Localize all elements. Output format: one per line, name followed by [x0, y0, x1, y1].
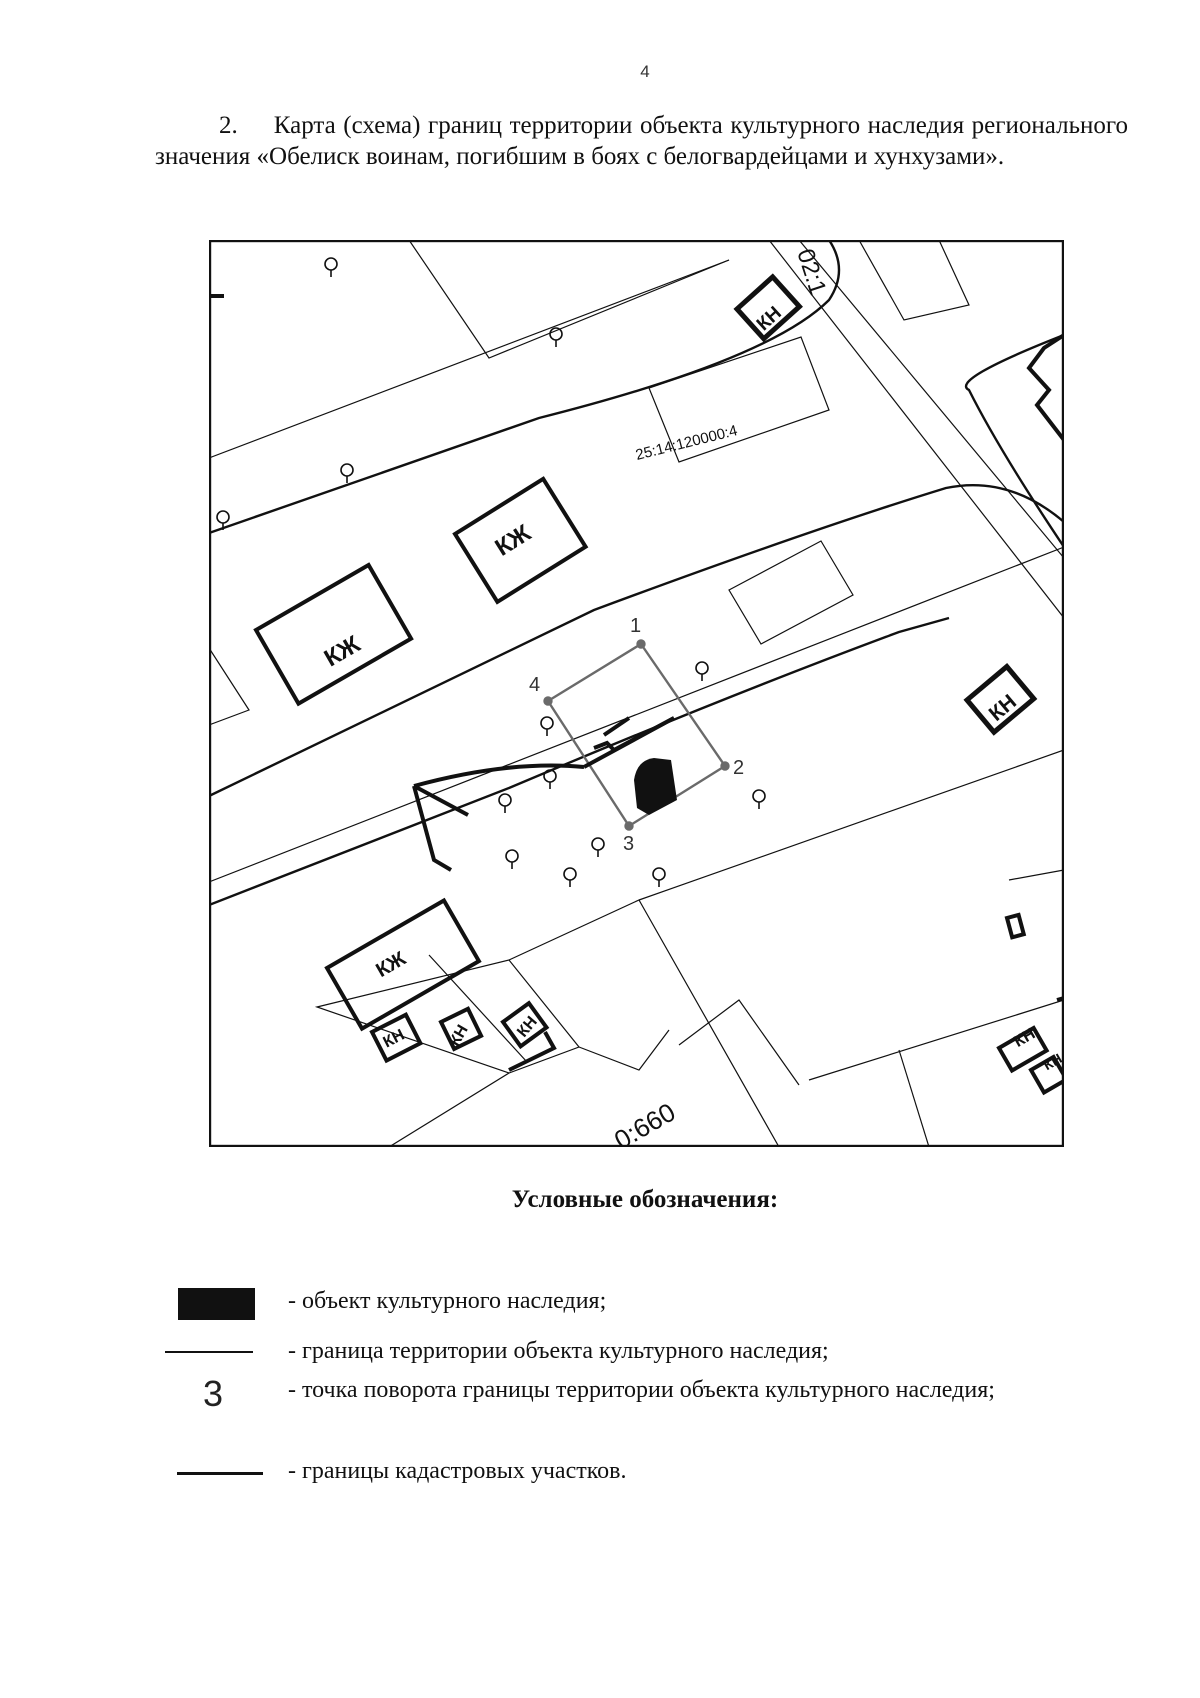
legend-point-number: 3 [203, 1373, 224, 1414]
map-border [209, 240, 1064, 1147]
page-number: 4 [640, 62, 650, 81]
point-number-4: 4 [529, 674, 540, 696]
heritage-object-icon [634, 758, 677, 815]
map-scheme: КЖ КЖ КЖ КН КН КН КН КН КН КН 25:14:1200… [209, 240, 1064, 1147]
label-kzh-1: КЖ [320, 631, 365, 673]
label-kn-2: КН [985, 690, 1021, 726]
building-kn-4 [438, 1006, 484, 1052]
tree-icons [216, 257, 766, 887]
legend-symbol-thick-line [165, 1453, 265, 1493]
label-kzh-2: КЖ [490, 519, 535, 561]
building-kn-3 [369, 1012, 424, 1064]
thick-cadastral-boundary [412, 716, 675, 872]
partial-building-right [1026, 333, 1064, 442]
legend-symbol-black-rectangle [165, 1283, 265, 1323]
road-outline [209, 240, 1064, 907]
legend-text: - объект культурного наследия; [288, 1288, 607, 1314]
section-number: 2. [219, 112, 238, 139]
cadastral-lines [209, 240, 1064, 1147]
building-kzh-2 [452, 476, 589, 605]
building-kn-2 [963, 663, 1038, 736]
building-kn-5 [500, 1000, 557, 1072]
building-kn-1 [733, 273, 803, 343]
label-cadastral-number: 25:14:120000:4 [634, 422, 739, 464]
building-kzh-1 [253, 562, 414, 707]
point-number-2: 2 [733, 757, 744, 779]
heritage-territory-boundary [543, 639, 730, 831]
legend-text: - граница территории объекта культурного… [288, 1338, 829, 1364]
legend-title: Условные обозначения: [511, 1186, 779, 1213]
legend-symbol-point-number: 3 [165, 1373, 265, 1414]
legend-text: - точка поворота границы территории объе… [288, 1377, 995, 1403]
point-number-1: 1 [630, 615, 641, 637]
label-partial-top: 02:1 [791, 246, 831, 299]
label-partial-bottom: 0:660 [609, 1097, 680, 1147]
building-kzh-3 [324, 897, 482, 1032]
point-number-3: 3 [623, 833, 634, 855]
label-kzh-3: КЖ [372, 947, 410, 982]
label-kn-7: КН [1040, 1050, 1064, 1073]
intro-text: Карта (схема) границ территории объекта … [155, 112, 1128, 170]
intro-paragraph: 2.Карта (схема) границ территории объект… [155, 110, 1128, 172]
legend-symbol-thin-line [165, 1331, 265, 1371]
legend-text: - границы кадастровых участков. [288, 1458, 627, 1484]
